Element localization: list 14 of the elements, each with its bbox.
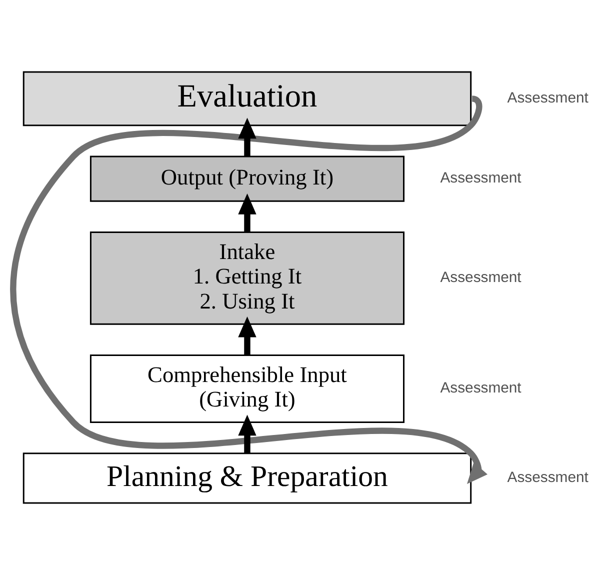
arrow: [238, 118, 256, 156]
arrow: [238, 316, 256, 356]
node-box: Comprehensible Input (Giving It): [90, 354, 404, 424]
label: Assessment: [440, 170, 522, 187]
label: Assessment: [440, 380, 522, 397]
arrow: [238, 194, 256, 232]
label: Assessment: [507, 470, 588, 486]
label: Assessment: [440, 270, 522, 286]
node-box: Evaluation: [22, 71, 472, 126]
node-box: Output (Proving It): [90, 156, 404, 202]
node-box: Planning & Preparation: [22, 452, 472, 504]
label: Assessment: [507, 90, 588, 107]
arrow: [238, 414, 256, 454]
node-box: Intake 1. Getting It 2. Using It: [90, 231, 404, 325]
